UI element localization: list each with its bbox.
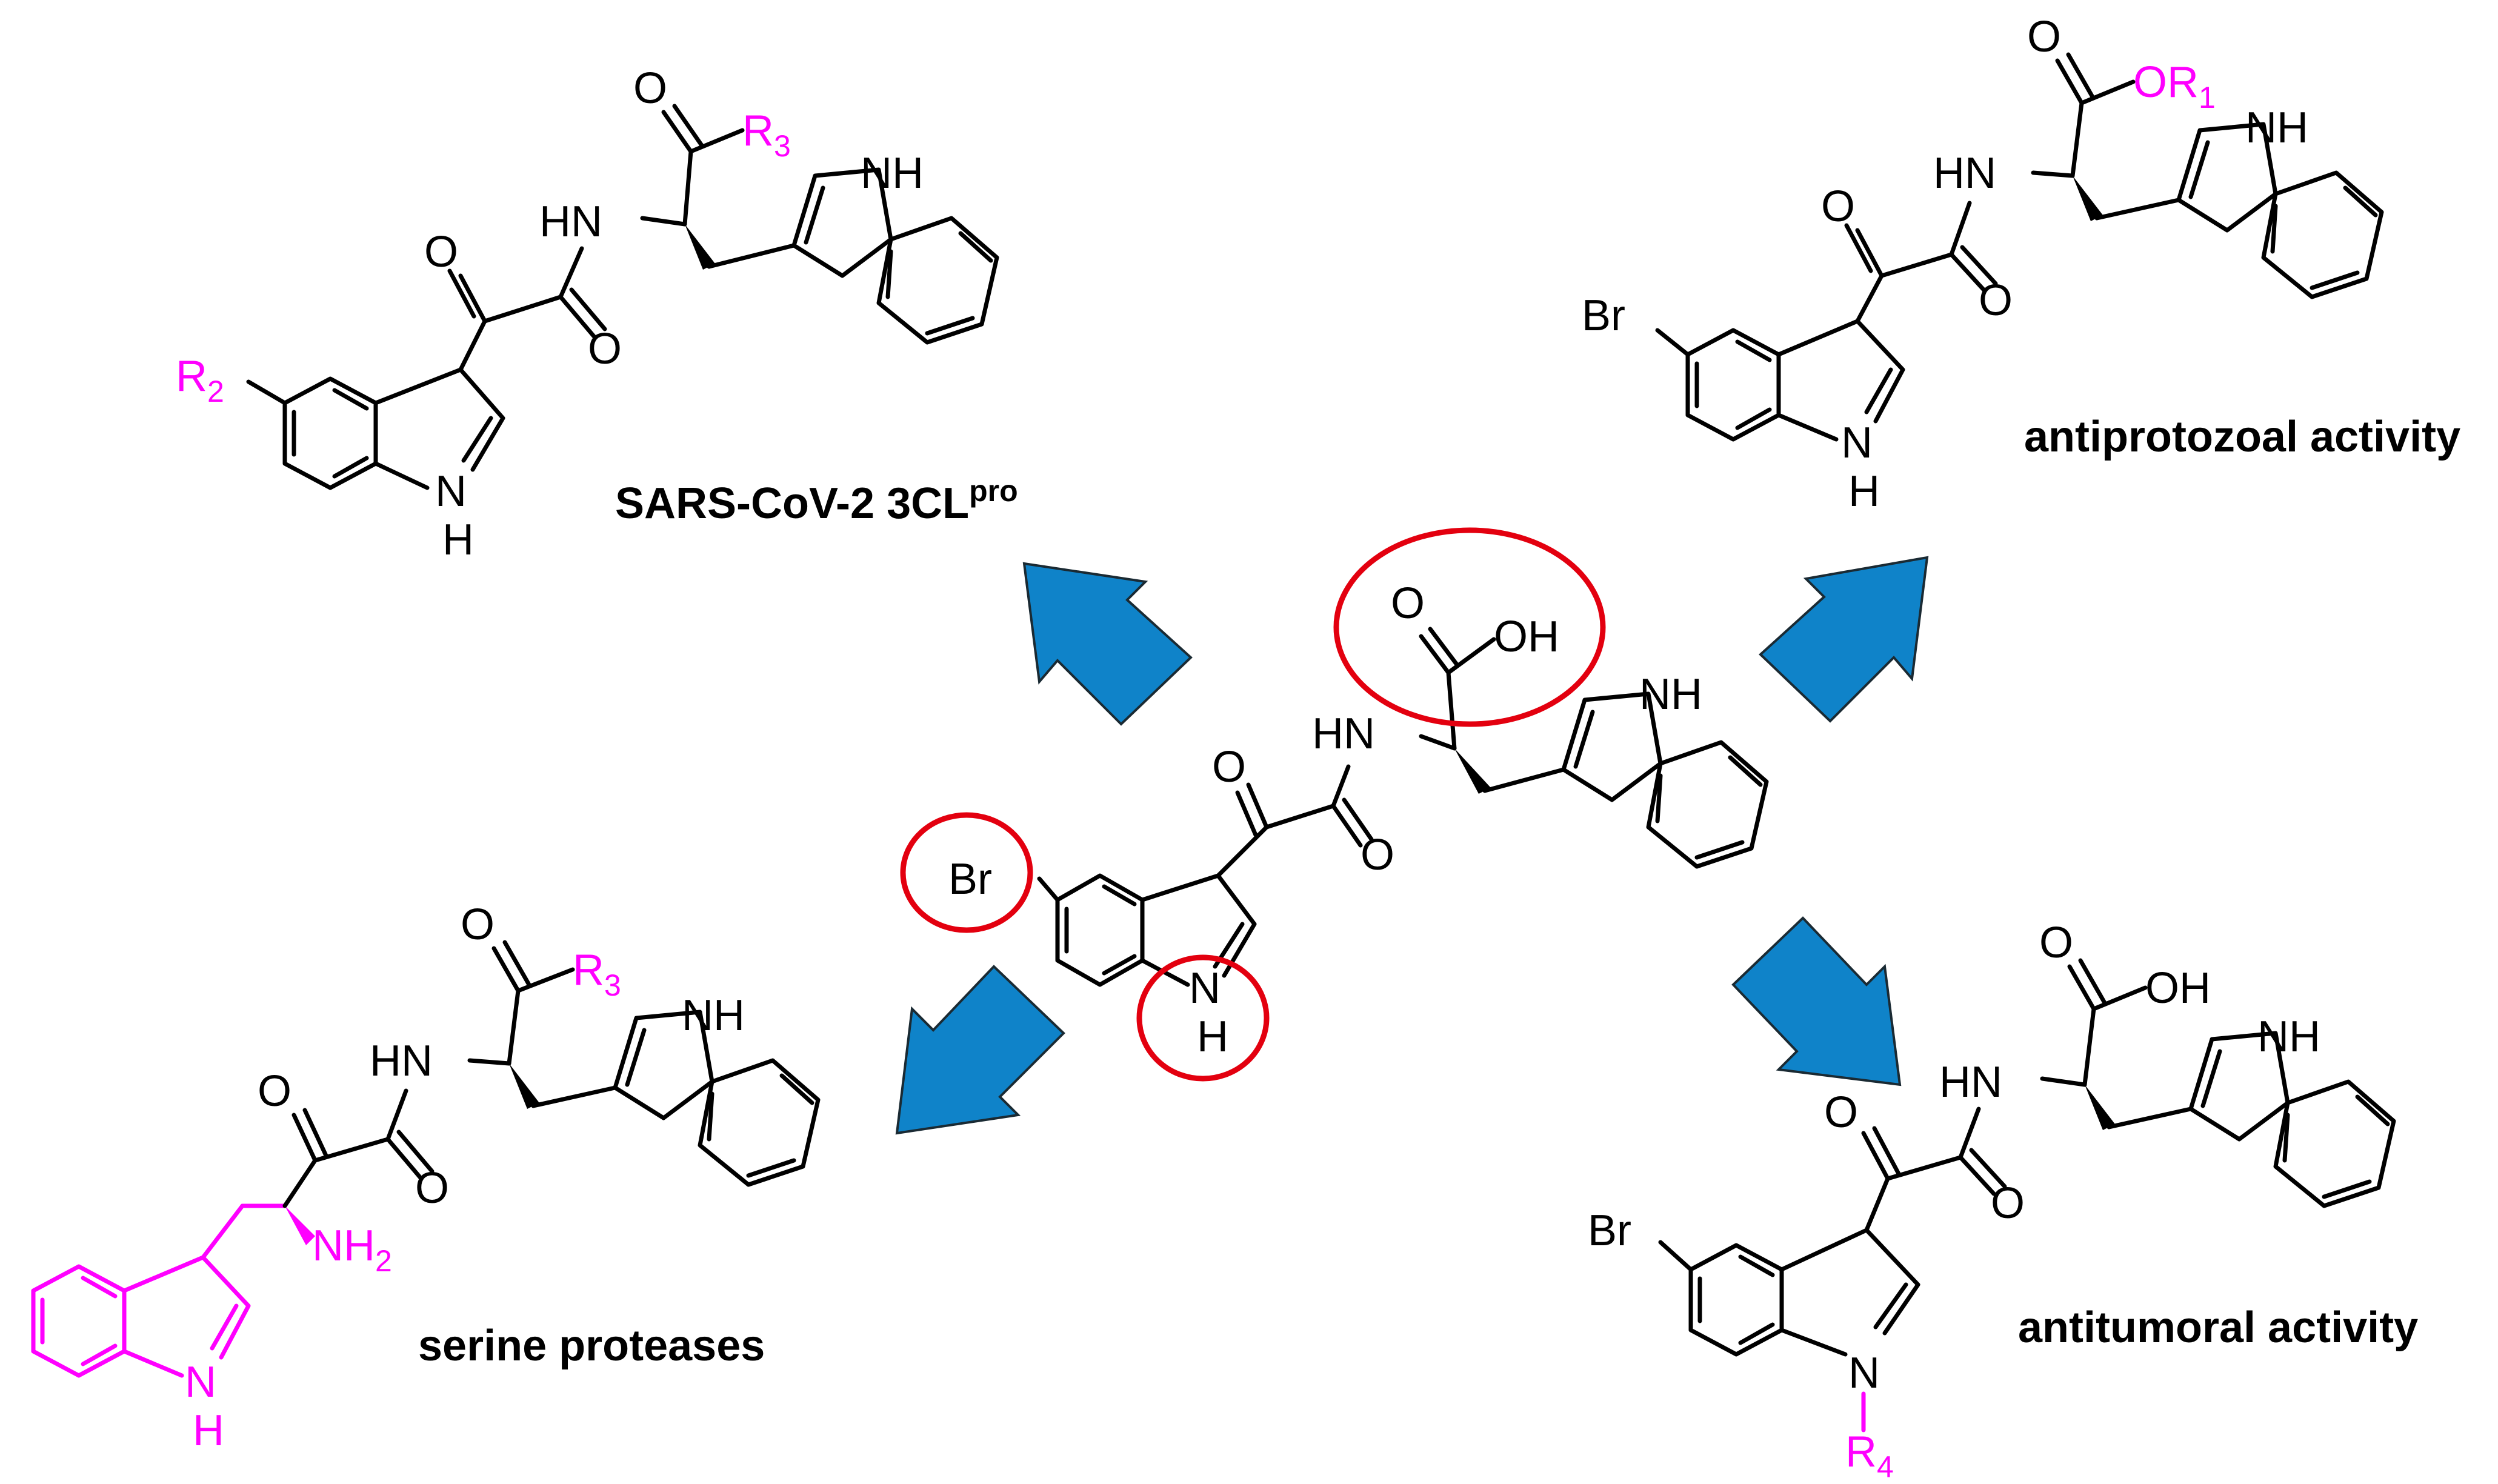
top-left-n-label: N (435, 467, 467, 516)
bottom-left-keto-o-label: O (258, 1067, 291, 1116)
top-right-molecule: Br N H O O HN O OR1 NH antiprotozoal act… (1582, 13, 2460, 516)
center-acid-o-label: O (1391, 579, 1425, 628)
top-left-r2-label: R2 (176, 352, 224, 408)
top-right-h-label: H (1848, 467, 1880, 516)
bottom-right-keto-o-label: O (1824, 1088, 1858, 1137)
center-n-label: N (1189, 964, 1221, 1013)
top-left-r3-label: R3 (742, 107, 791, 163)
center-hn-label: HN (1312, 710, 1375, 758)
bottom-right-amide-o-label: O (1991, 1179, 2025, 1228)
bromine-highlight-circle (900, 812, 1033, 933)
center-trp-nh-label: NH (1639, 670, 1702, 719)
bottom-left-caption: serine proteases (418, 1322, 765, 1370)
bottom-right-r4-label: R4 (1845, 1428, 1894, 1484)
arrow-to-bottom-left (895, 965, 1065, 1135)
center-amide-o-label: O (1361, 831, 1394, 879)
top-left-molecule: R2 N H O O HN O R3 NH SARS-CoV-2 3CLpro (176, 64, 1018, 564)
bottom-left-nh2-label: NH2 (312, 1222, 392, 1278)
indole-nh-highlight-circle (1136, 954, 1270, 1082)
top-left-nh-label: NH (861, 149, 924, 198)
bottom-right-n-label: N (1848, 1349, 1880, 1397)
center-oh-label: OH (1494, 613, 1559, 661)
arrow-to-top-right (1759, 556, 1929, 723)
central-molecule: Br N H O O HN O OH NH (900, 527, 1769, 1082)
bottom-left-n-label: N (185, 1358, 216, 1406)
center-h-label: H (1197, 1013, 1228, 1061)
top-left-caption: SARS-CoV-2 3CLpro (615, 474, 1018, 528)
bottom-right-acid-o-label: O (2039, 919, 2073, 967)
top-right-amide-o-label: O (1979, 276, 2013, 325)
top-left-h-label: H (442, 516, 474, 564)
top-left-amide-o-label: O (588, 325, 622, 373)
bottom-right-molecule: Br N R4 O O HN O OH NH antitumoral activ… (1588, 919, 2418, 1484)
top-right-nh-label: NH (2245, 104, 2308, 152)
bottom-right-hn-label: HN (1939, 1058, 2002, 1106)
bottom-left-nh-label: NH (682, 991, 745, 1040)
bottom-left-r3-o-label: O (461, 900, 495, 949)
bottom-left-amide-o-label: O (415, 1164, 449, 1213)
top-right-or1-label: OR1 (2133, 58, 2216, 115)
top-right-keto-o-label: O (1821, 182, 1855, 231)
bottom-right-caption: antitumoral activity (2018, 1303, 2418, 1352)
center-keto-o-label: O (1212, 743, 1246, 791)
bottom-right-br-label: Br (1588, 1206, 1631, 1255)
bottom-left-molecule: N H NH2 O O HN O R3 NH serine proteases (31, 900, 821, 1455)
top-left-keto-o-label: O (424, 228, 458, 276)
top-right-hn-label: HN (1933, 149, 1996, 198)
arrow-to-top-left (1022, 562, 1193, 726)
bottom-right-nh-label: NH (2257, 1013, 2320, 1061)
carboxylic-acid-highlight-circle (1333, 527, 1606, 727)
bottom-left-h-label: H (193, 1406, 224, 1455)
center-br-label: Br (948, 855, 992, 903)
bottom-left-r3-label: R3 (573, 946, 621, 1002)
top-left-r3-o-label: O (633, 64, 667, 113)
top-left-hn-label: HN (539, 198, 602, 246)
bottom-left-hn-label: HN (370, 1037, 433, 1085)
bottom-right-oh-label: OH (2145, 964, 2211, 1013)
top-right-br-label: Br (1582, 291, 1625, 340)
top-right-n-label: N (1841, 419, 1873, 467)
arrow-to-bottom-right (1731, 916, 1902, 1086)
top-right-ester-o-label: O (2027, 13, 2061, 61)
top-right-caption: antiprotozoal activity (2024, 413, 2460, 461)
